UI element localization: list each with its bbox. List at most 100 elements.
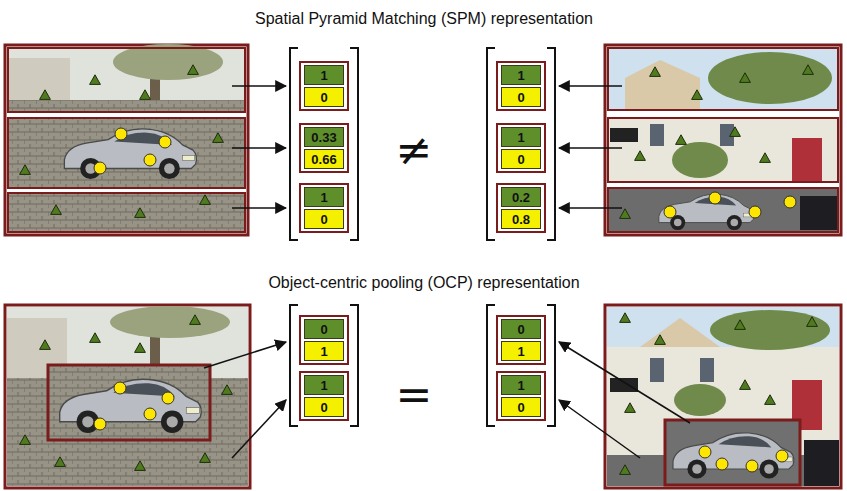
histogram-group xyxy=(497,316,545,364)
feature-triangle xyxy=(650,67,661,77)
keypoint-dot xyxy=(716,458,728,470)
scene-sky xyxy=(608,48,838,110)
photo-frame xyxy=(605,305,841,488)
tree-foliage xyxy=(672,142,728,178)
feature-triangle xyxy=(20,165,31,175)
scene-window xyxy=(650,124,664,146)
bin-value: 0 xyxy=(320,323,327,336)
histogram-group xyxy=(300,316,348,364)
histogram-group xyxy=(300,184,348,232)
keypoint-dot xyxy=(94,162,106,174)
histogram-group xyxy=(497,62,545,110)
feature-triangle xyxy=(190,315,201,325)
object-bin-cell: 0 xyxy=(501,87,541,107)
vector-bracket xyxy=(350,305,358,426)
relation-symbol: ≠ xyxy=(396,128,433,172)
shop-sign xyxy=(610,378,638,392)
scene-ground xyxy=(8,118,245,188)
background-bin-cell: 1 xyxy=(304,65,344,85)
vector-bracket xyxy=(547,305,555,426)
feature-triangle xyxy=(803,65,814,75)
scene-door xyxy=(792,138,822,182)
keypoint-dot xyxy=(162,392,174,404)
feature-triangle xyxy=(51,205,62,215)
scene-ground xyxy=(8,193,245,232)
feature-triangle xyxy=(620,465,631,475)
pooling-arrow xyxy=(232,85,286,87)
feature-triangle xyxy=(135,343,146,353)
feature-triangle xyxy=(188,65,199,75)
keypoint-dot xyxy=(144,154,156,166)
feature-triangle xyxy=(213,133,224,143)
tree-foliage xyxy=(113,44,223,80)
pooling-arrow xyxy=(559,147,622,149)
dark-car xyxy=(800,196,838,230)
background-bin-cell: 1 xyxy=(304,375,344,395)
pooling-arrow xyxy=(559,342,690,423)
object-bin-cell: 0 xyxy=(501,397,541,417)
pooling-arrow xyxy=(232,400,286,458)
car-figure xyxy=(60,379,202,433)
scene-road xyxy=(608,188,838,232)
bin-value: 0 xyxy=(517,91,524,104)
tree-foliage xyxy=(110,306,230,338)
feature-triangle xyxy=(55,457,66,467)
keypoint-dot xyxy=(144,408,156,420)
scene-window xyxy=(700,358,714,382)
object-bin-cell: 1 xyxy=(304,341,344,361)
pooling-arrow xyxy=(559,400,640,458)
object-bin-cell: 0.8 xyxy=(501,209,541,229)
car-figure xyxy=(673,433,794,479)
keypoint-dot xyxy=(776,450,788,462)
feature-triangle xyxy=(200,195,211,205)
keypoint-dot xyxy=(749,206,761,218)
histogram-group xyxy=(300,62,348,110)
background-bin-cell: 1 xyxy=(501,375,541,395)
keypoint-dot xyxy=(746,460,758,472)
pyramid-strip xyxy=(608,188,838,232)
feature-triangle xyxy=(135,208,146,218)
keypoint-dot xyxy=(699,446,711,458)
bin-value: 1 xyxy=(320,69,327,82)
photo-frame xyxy=(605,45,841,235)
pooling-arrow xyxy=(232,147,286,149)
bin-value: 1 xyxy=(517,345,524,358)
relation-symbol: = xyxy=(396,373,433,417)
bin-value: 0 xyxy=(517,401,524,414)
section-title: Spatial Pyramid Matching (SPM) represent… xyxy=(255,11,593,27)
pooling-arrow xyxy=(204,342,286,368)
feature-triangle xyxy=(740,73,751,83)
bin-value: 1 xyxy=(517,379,524,392)
object-box xyxy=(665,420,800,485)
histogram-group xyxy=(497,124,545,172)
feature-triangle xyxy=(676,135,687,145)
scene-ground xyxy=(8,100,245,112)
vector-bracket xyxy=(487,48,495,240)
scene-roof xyxy=(640,318,720,347)
bin-value: 1 xyxy=(517,131,524,144)
vector-bracket xyxy=(290,48,298,240)
dark-car xyxy=(804,440,839,486)
tree-foliage xyxy=(708,52,832,104)
object-bin-cell: 1 xyxy=(501,341,541,361)
bin-value: 1 xyxy=(320,345,327,358)
keypoint-dot xyxy=(94,418,106,430)
feature-triangle xyxy=(692,90,703,100)
keypoint-dot xyxy=(709,192,721,204)
keypoint-dot xyxy=(664,206,676,218)
background-bin-cell: 0.33 xyxy=(304,127,344,147)
feature-triangle xyxy=(625,403,636,413)
object-bin-cell: 0 xyxy=(304,87,344,107)
scene-facade xyxy=(608,118,838,182)
background-bin-cell: 1 xyxy=(304,187,344,207)
vector-bracket xyxy=(290,305,298,426)
feature-triangle xyxy=(735,320,746,330)
feature-triangle xyxy=(765,395,776,405)
feature-triangle xyxy=(222,385,233,395)
object-bin-cell: 0.66 xyxy=(304,149,344,169)
tree-foliage xyxy=(710,310,830,350)
keypoint-dot xyxy=(115,128,127,140)
bin-value: 1 xyxy=(320,379,327,392)
bin-value: 0 xyxy=(517,153,524,166)
shop-sign xyxy=(610,128,638,142)
